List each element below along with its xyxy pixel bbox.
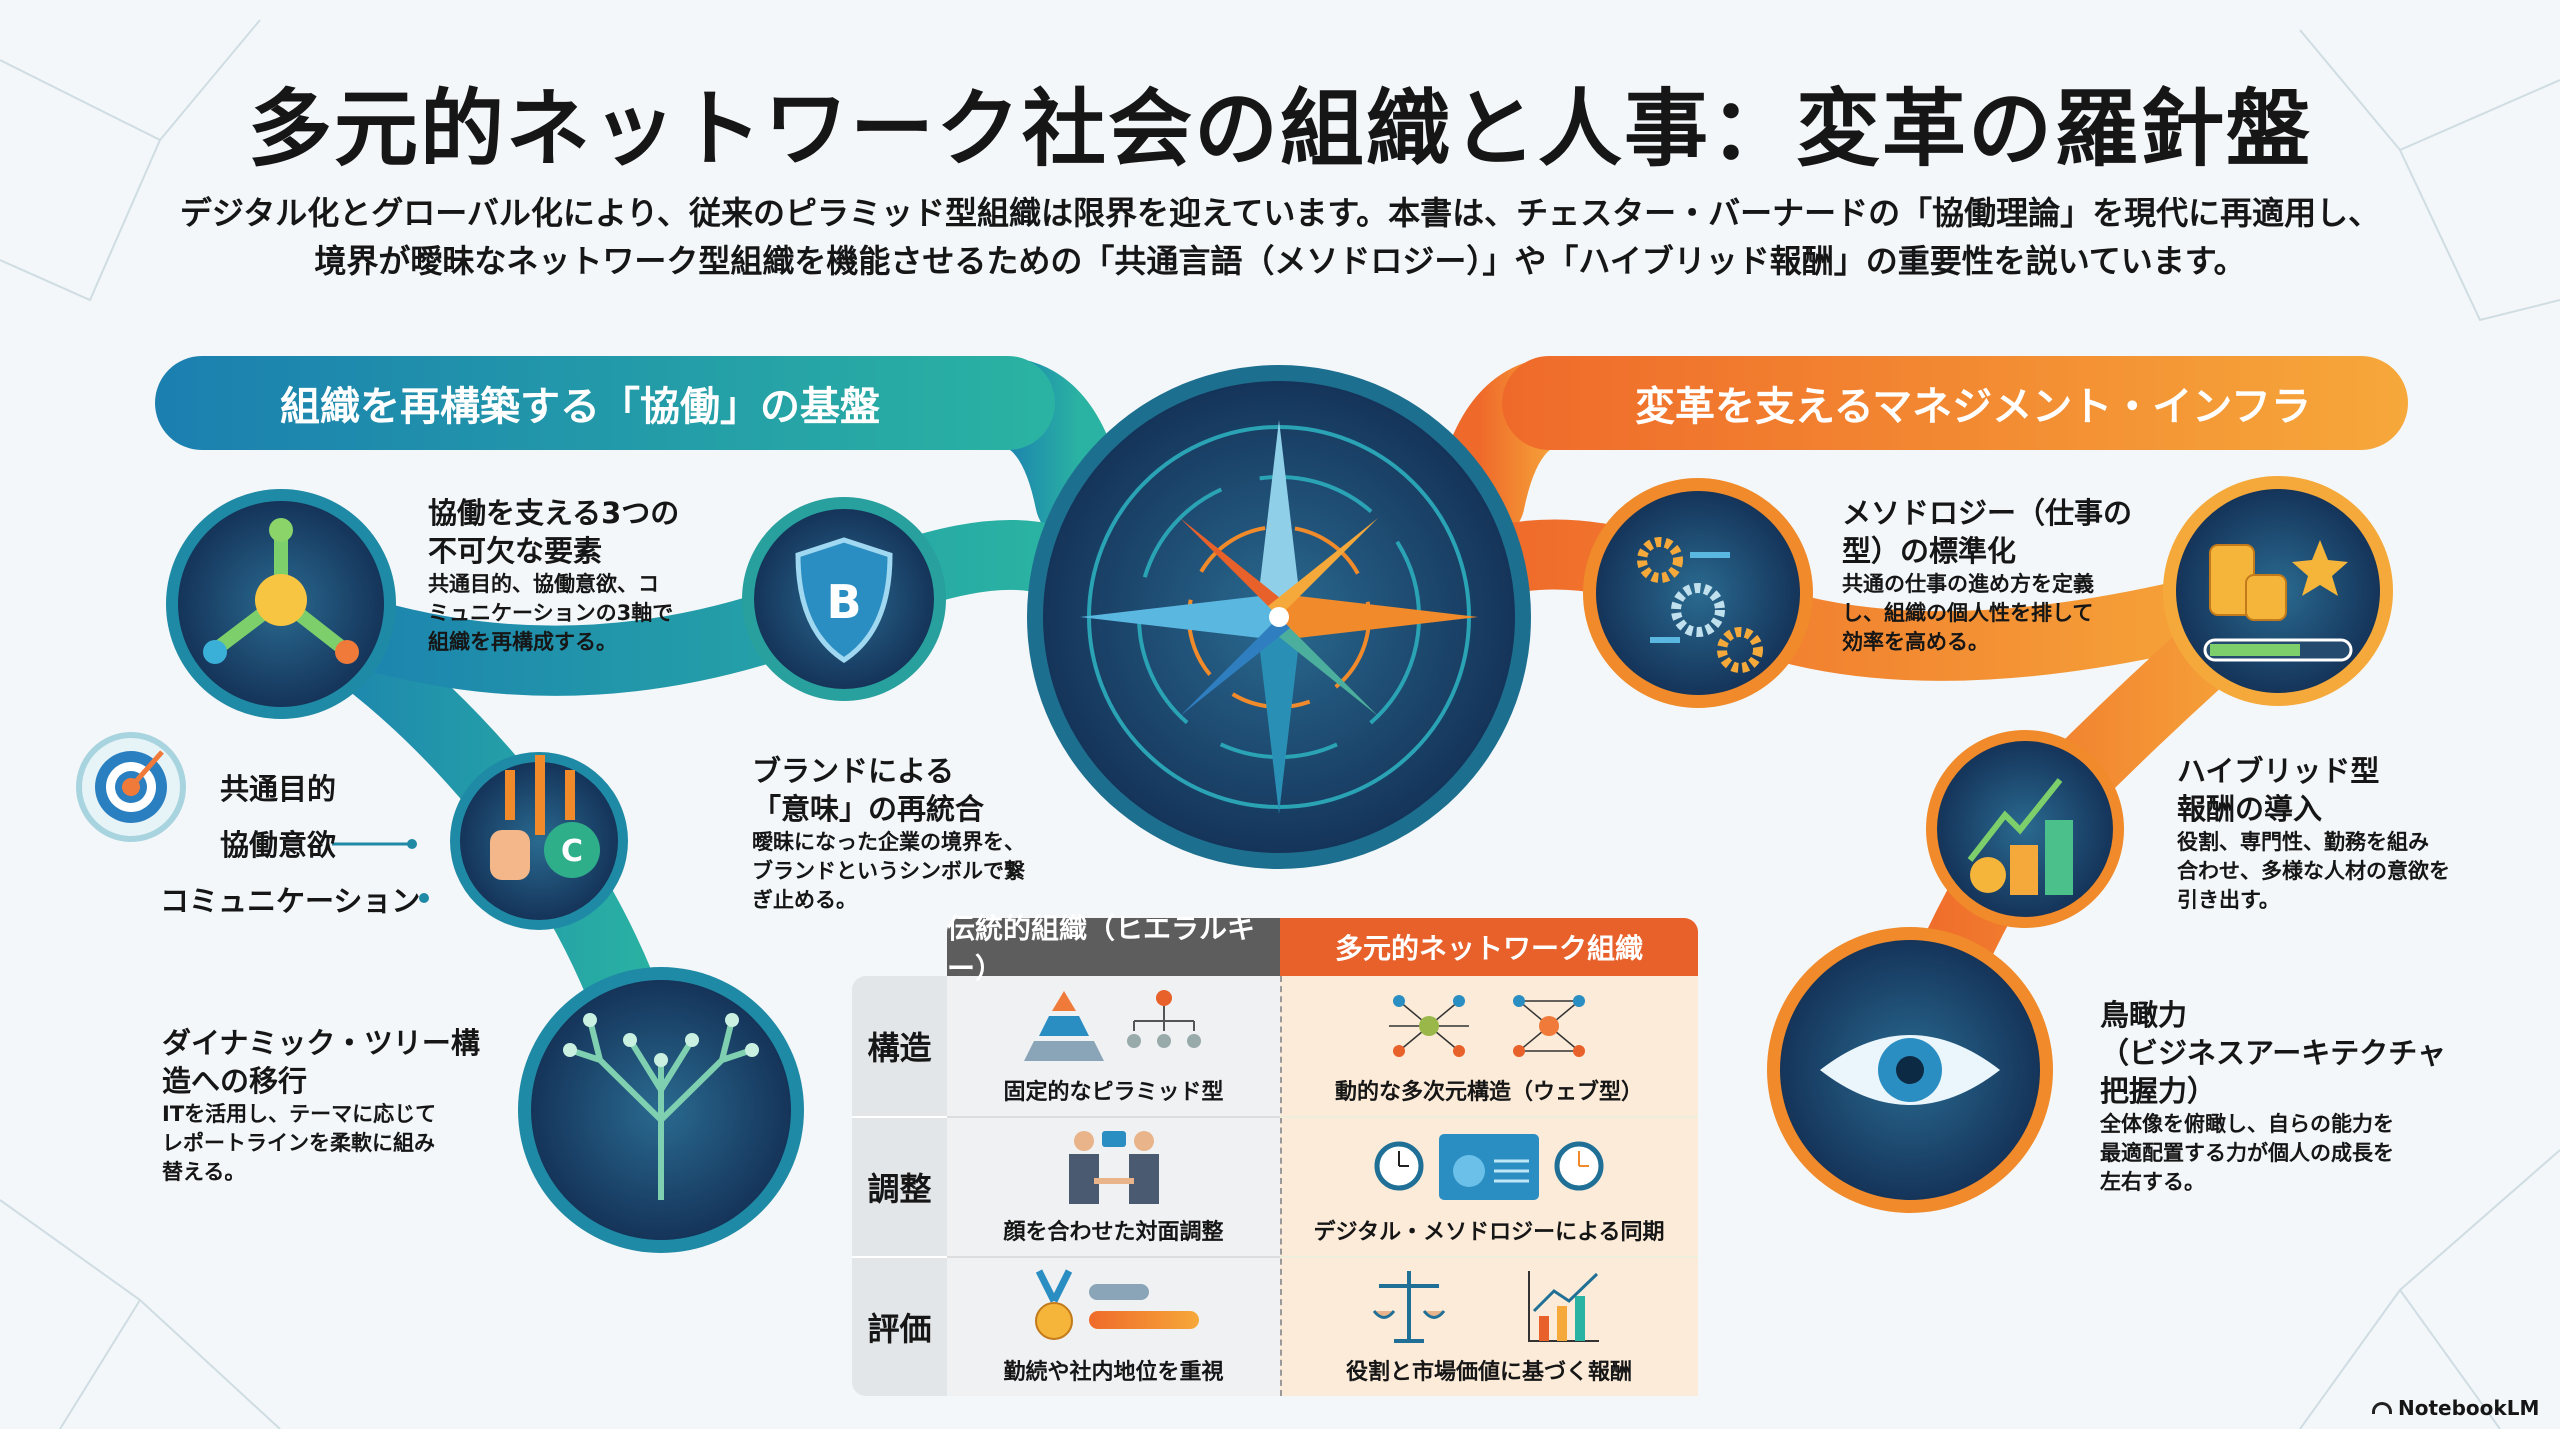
body: 合わせ、多様な人材の意欲を [2177, 859, 2450, 883]
body: 全体像を俯瞰し、自らの能力を [2100, 1112, 2394, 1136]
body: 曖昧になった企業の境界を、 [752, 830, 1025, 854]
compass-icon [1027, 365, 1531, 869]
cell-network-evaluation: 役割と市場価値に基づく報酬 [1280, 1256, 1698, 1396]
right-section-banner: 変革を支えるマネジメント・インフラ [1635, 384, 2311, 430]
medal-seniority-bar-icon [1034, 1269, 1199, 1340]
label-willingness: 協働意欲 [220, 828, 337, 862]
text: 固定的なピラミッド型 [1003, 1080, 1224, 1105]
notebooklm-logo-icon [2372, 1402, 2392, 1414]
motivation-hand-icon: C [450, 752, 628, 930]
body: 替える。 [162, 1160, 246, 1184]
text: 勤続や社内地位を重視 [1003, 1360, 1224, 1385]
rewards-coins-icon [2163, 476, 2393, 706]
heading: ブランドによる [752, 754, 955, 788]
clock-dashboard-icon [1374, 1134, 1604, 1200]
heading: 「意味」の再統合 [752, 792, 985, 826]
cell-traditional-coordination: 顔を合わせた対面調整 [947, 1116, 1280, 1256]
brand-text: ブランドによる 「意味」の再統合 曖昧になった企業の境界を、 ブランドというシン… [752, 752, 1025, 915]
label-common-purpose: 共通目的 [220, 772, 337, 806]
subtitle-line-2: 境界が曖昧なネットワーク型組織を機能させるための「共通言語（メソドロジー）」や「… [314, 242, 2246, 280]
heading: 造への移行 [162, 1064, 308, 1098]
heading: メソドロジー（仕事の [1842, 496, 2133, 530]
body: 共通の仕事の進め方を定義 [1842, 572, 2094, 596]
row-label-coordination: 調整 [852, 1116, 947, 1256]
methodology-gears-icon [1583, 478, 1813, 708]
heading: 型）の標準化 [1842, 534, 2017, 568]
notebooklm-branding: NotebookLM [2372, 1396, 2539, 1420]
target-icon [76, 732, 186, 842]
dynamic-tree-icon [518, 967, 804, 1253]
header-network: 多元的ネットワーク組織 [1280, 918, 1698, 976]
body: 効率を高める。 [1842, 630, 1989, 654]
three-elements-icon [166, 489, 396, 719]
left-section-banner: 組織を再構築する「協働」の基盤 [280, 384, 880, 430]
pyramid-hierarchy-icon [1023, 990, 1201, 1061]
row-label-structure: 構造 [852, 976, 947, 1116]
page-title: 多元的ネットワーク社会の組織と人事：変革の羅針盤 [247, 80, 2312, 178]
body: 組織を再構成する。 [428, 630, 617, 654]
heading: 協働を支える3つの [428, 496, 680, 530]
text: デジタル・メソドロジーによる同期 [1313, 1220, 1665, 1245]
body: ITを活用し、テーマに応じて [162, 1102, 437, 1126]
body: 左右する。 [2100, 1170, 2205, 1194]
heading: ダイナミック・ツリー構 [162, 1026, 480, 1060]
svg-text:C: C [561, 834, 583, 869]
right-banner-bg [1502, 356, 2408, 450]
heading: 鳥瞰力 [2100, 998, 2188, 1032]
dynamic-tree-text: ダイナミック・ツリー構 造への移行 ITを活用し、テーマに応じて レポートライン… [162, 1024, 480, 1187]
body: 最適配置する力が個人の成長を [2100, 1141, 2394, 1165]
hybrid-reward-text: ハイブリッド型 報酬の導入 役割、専門性、勤務を組み 合わせ、多様な人材の意欲を… [2177, 752, 2450, 915]
text: 顔を合わせた対面調整 [1003, 1220, 1224, 1245]
heading: 不可欠な要素 [428, 534, 603, 568]
cell-network-structure: 動的な多次元構造（ウェブ型） [1280, 976, 1698, 1116]
handshake-icon [1068, 1131, 1159, 1204]
body: ぎ止める。 [752, 888, 857, 912]
svg-text:B: B [826, 575, 861, 629]
three-elements-text: 協働を支える3つの 不可欠な要素 共通目的、協働意欲、コ ミュニケーションの3軸… [428, 494, 679, 657]
hybrid-chart-icon [1926, 730, 2124, 928]
birdseye-text: 鳥瞰力 （ビジネスアーキテクチャ 把握力） 全体像を俯瞰し、自らの能力を 最適配… [2100, 996, 2446, 1197]
text: 役割と市場価値に基づく報酬 [1345, 1360, 1632, 1385]
body: 共通目的、協働意欲、コ [428, 572, 659, 596]
body: レポートラインを柔軟に組み [162, 1131, 435, 1155]
birdseye-eye-icon [1767, 927, 2053, 1213]
comparison-table: 伝統的組織（ヒエラルキー） 多元的ネットワーク組織 構造 固定的なピラミッド型 … [852, 912, 1698, 1396]
text: 動的な多次元構造（ウェブ型） [1334, 1080, 1643, 1105]
label-communication: コミュニケーション [160, 884, 421, 918]
cell-traditional-structure: 固定的なピラミッド型 [947, 976, 1280, 1116]
body: し、組織の個人性を排して [1842, 601, 2094, 625]
row-label-evaluation: 評価 [852, 1256, 947, 1396]
cell-traditional-evaluation: 勤続や社内地位を重視 [947, 1256, 1280, 1396]
subtitle-line-1: デジタル化とグローバル化により、従来のピラミッド型組織は限界を迎えています。本書… [179, 194, 2381, 232]
heading: 把握力） [2100, 1074, 2217, 1108]
body: 役割、専門性、勤務を組み [2177, 830, 2429, 854]
network-web-icon [1389, 995, 1585, 1057]
scale-growth-chart-icon [1372, 1271, 1599, 1343]
cell-network-coordination: デジタル・メソドロジーによる同期 [1280, 1116, 1698, 1256]
left-banner-bg [155, 356, 1055, 450]
body: ミュニケーションの3軸で [428, 601, 674, 625]
methodology-text: メソドロジー（仕事の 型）の標準化 共通の仕事の進め方を定義 し、組織の個人性を… [1842, 494, 2132, 657]
network-lines-decoration [0, 19, 2560, 1429]
header-traditional: 伝統的組織（ヒエラルキー） [947, 912, 1280, 985]
branding-text: NotebookLM [2398, 1396, 2540, 1420]
brand-shield-icon: B [742, 497, 946, 701]
body: ブランドというシンボルで繋 [752, 859, 1025, 883]
body: 引き出す。 [2177, 888, 2280, 912]
heading: ハイブリッド型 [2177, 754, 2380, 788]
heading: 報酬の導入 [2177, 792, 2323, 826]
heading: （ビジネスアーキテクチャ [2100, 1036, 2446, 1070]
